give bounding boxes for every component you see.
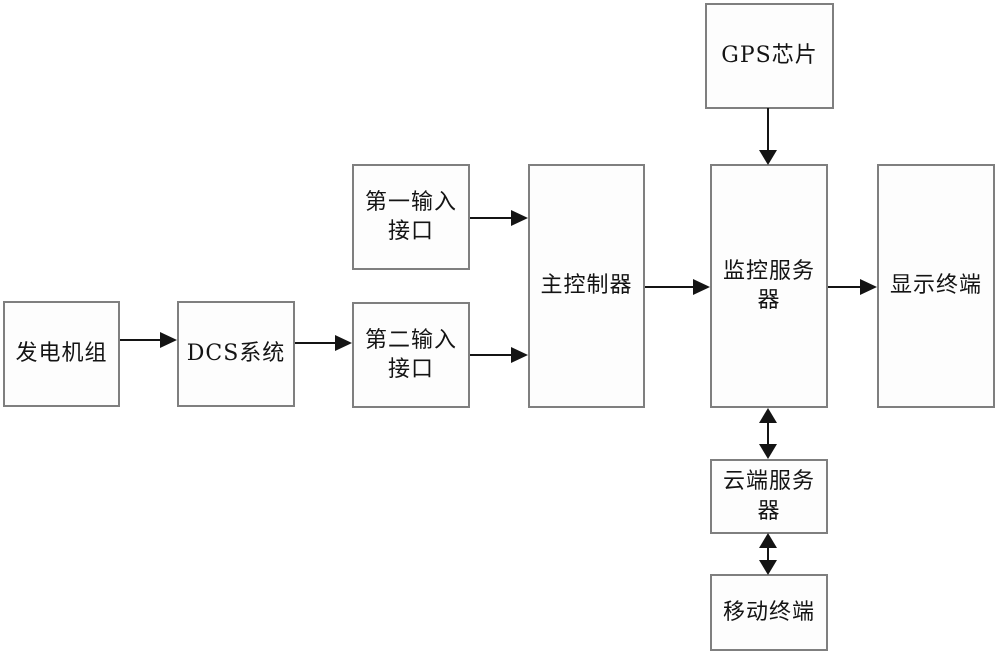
arrowhead-down-icon — [759, 444, 777, 459]
edge-line — [470, 354, 513, 356]
arrowhead-up-icon — [759, 533, 777, 548]
edge-line — [470, 217, 513, 219]
arrowhead-right-icon — [860, 279, 877, 295]
node-display-terminal: 显示终端 — [877, 164, 995, 408]
edge-line — [767, 420, 769, 446]
arrowhead-right-icon — [511, 347, 528, 363]
node-cloud-server: 云端服务 器 — [710, 459, 828, 534]
node-gps-chip: GPS芯片 — [705, 3, 834, 109]
node-second-input-interface: 第二输入 接口 — [352, 302, 470, 408]
edge-line — [828, 286, 862, 288]
arrowhead-up-icon — [759, 408, 777, 423]
arrowhead-right-icon — [335, 335, 352, 351]
node-first-input-interface: 第一输入 接口 — [352, 164, 470, 270]
node-monitoring-server: 监控服务 器 — [710, 164, 828, 408]
arrowhead-right-icon — [693, 279, 710, 295]
node-dcs-system: DCS系统 — [177, 301, 295, 407]
arrowhead-right-icon — [511, 210, 528, 226]
arrowhead-down-icon — [759, 560, 777, 575]
arrowhead-down-icon — [759, 150, 777, 165]
edge-line — [645, 286, 695, 288]
arrowhead-right-icon — [160, 332, 177, 348]
edge-line — [295, 342, 337, 344]
node-mobile-terminal: 移动终端 — [710, 574, 828, 651]
edge-line — [767, 545, 769, 562]
edge-line — [120, 339, 162, 341]
node-generator-set: 发电机组 — [3, 301, 120, 407]
node-main-controller: 主控制器 — [528, 164, 645, 408]
edge-line — [767, 108, 769, 152]
